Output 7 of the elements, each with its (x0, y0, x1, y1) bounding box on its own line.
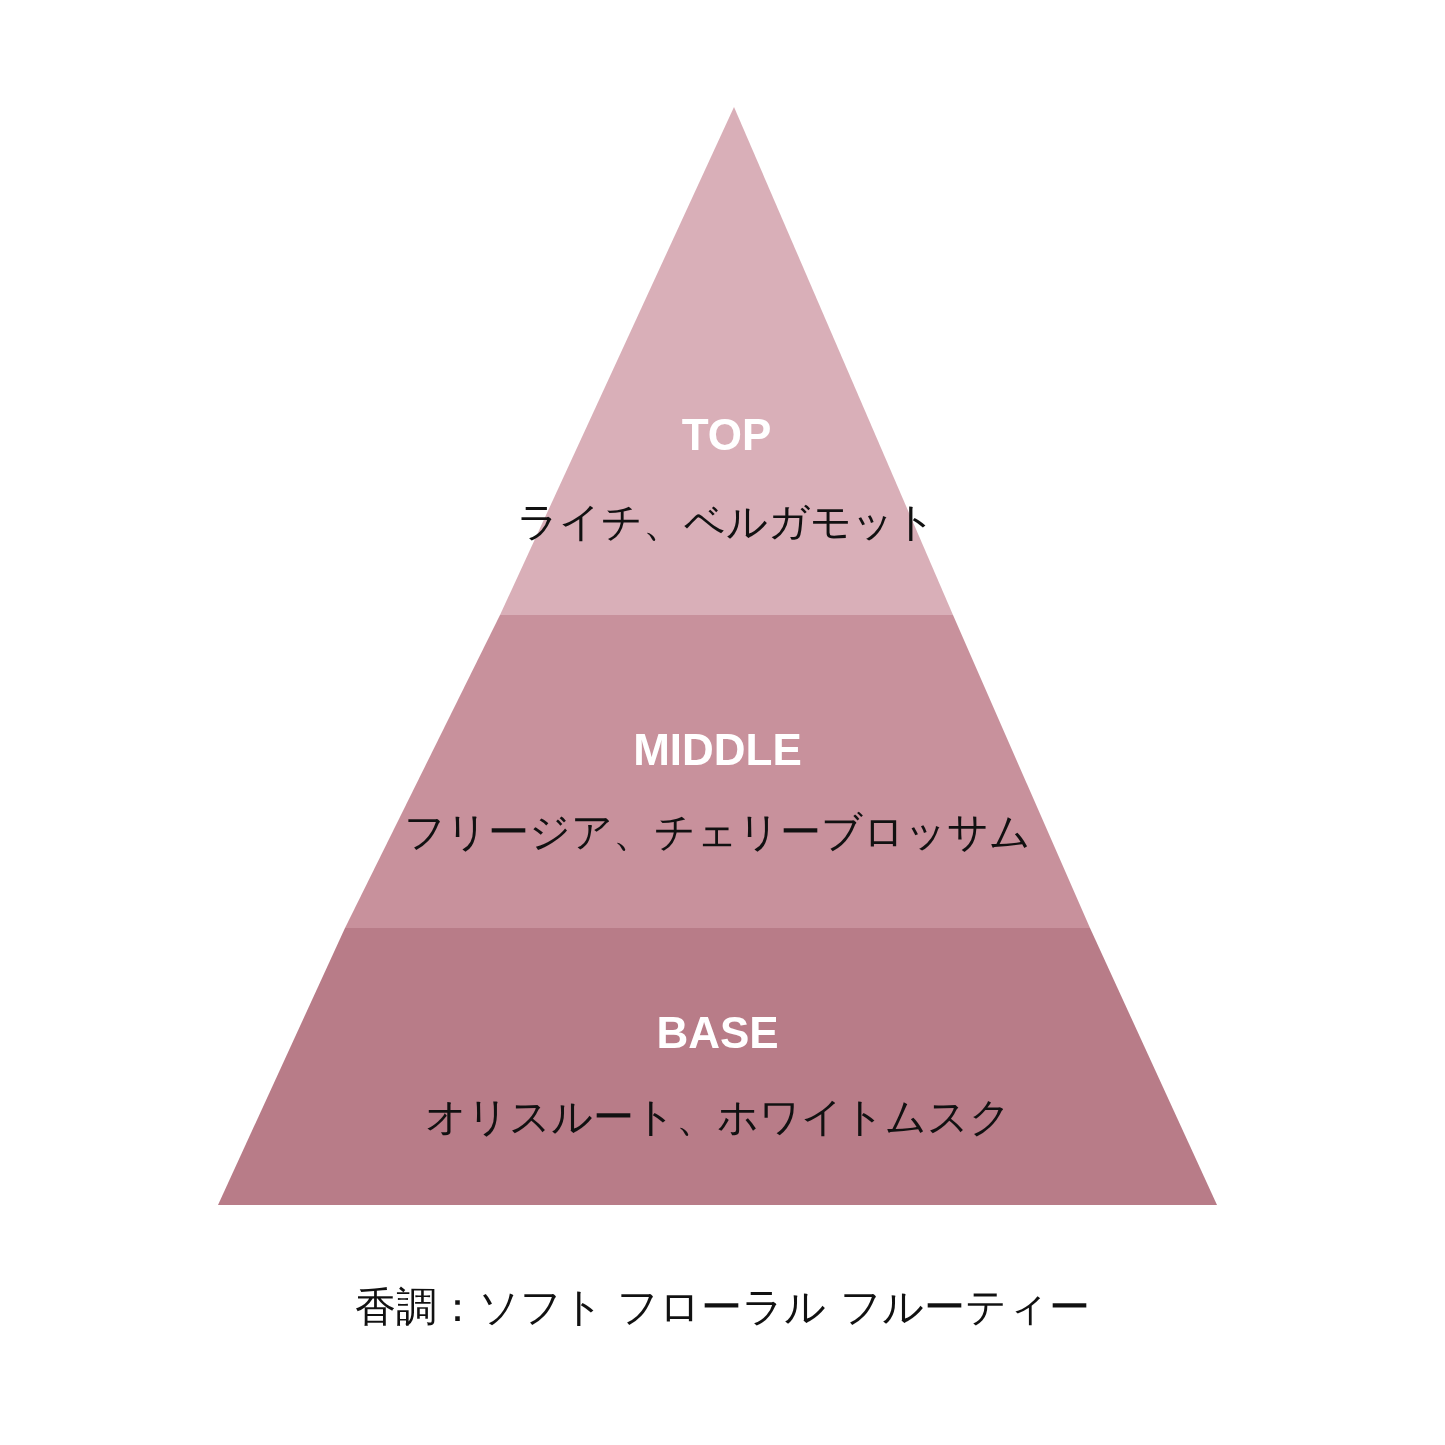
tier-notes: オリスルート、ホワイトムスク (424, 1092, 1011, 1143)
tier-notes: ライチ、ベルガモット (517, 497, 936, 548)
tier-notes: フリージア、チェリーブロッサム (404, 807, 1031, 858)
tier-heading: BASE (656, 1008, 779, 1058)
caption: 香調：ソフト フローラル フルーティー (355, 1282, 1090, 1333)
tier-heading: TOP (681, 410, 772, 460)
tier-heading: MIDDLE (633, 725, 802, 775)
